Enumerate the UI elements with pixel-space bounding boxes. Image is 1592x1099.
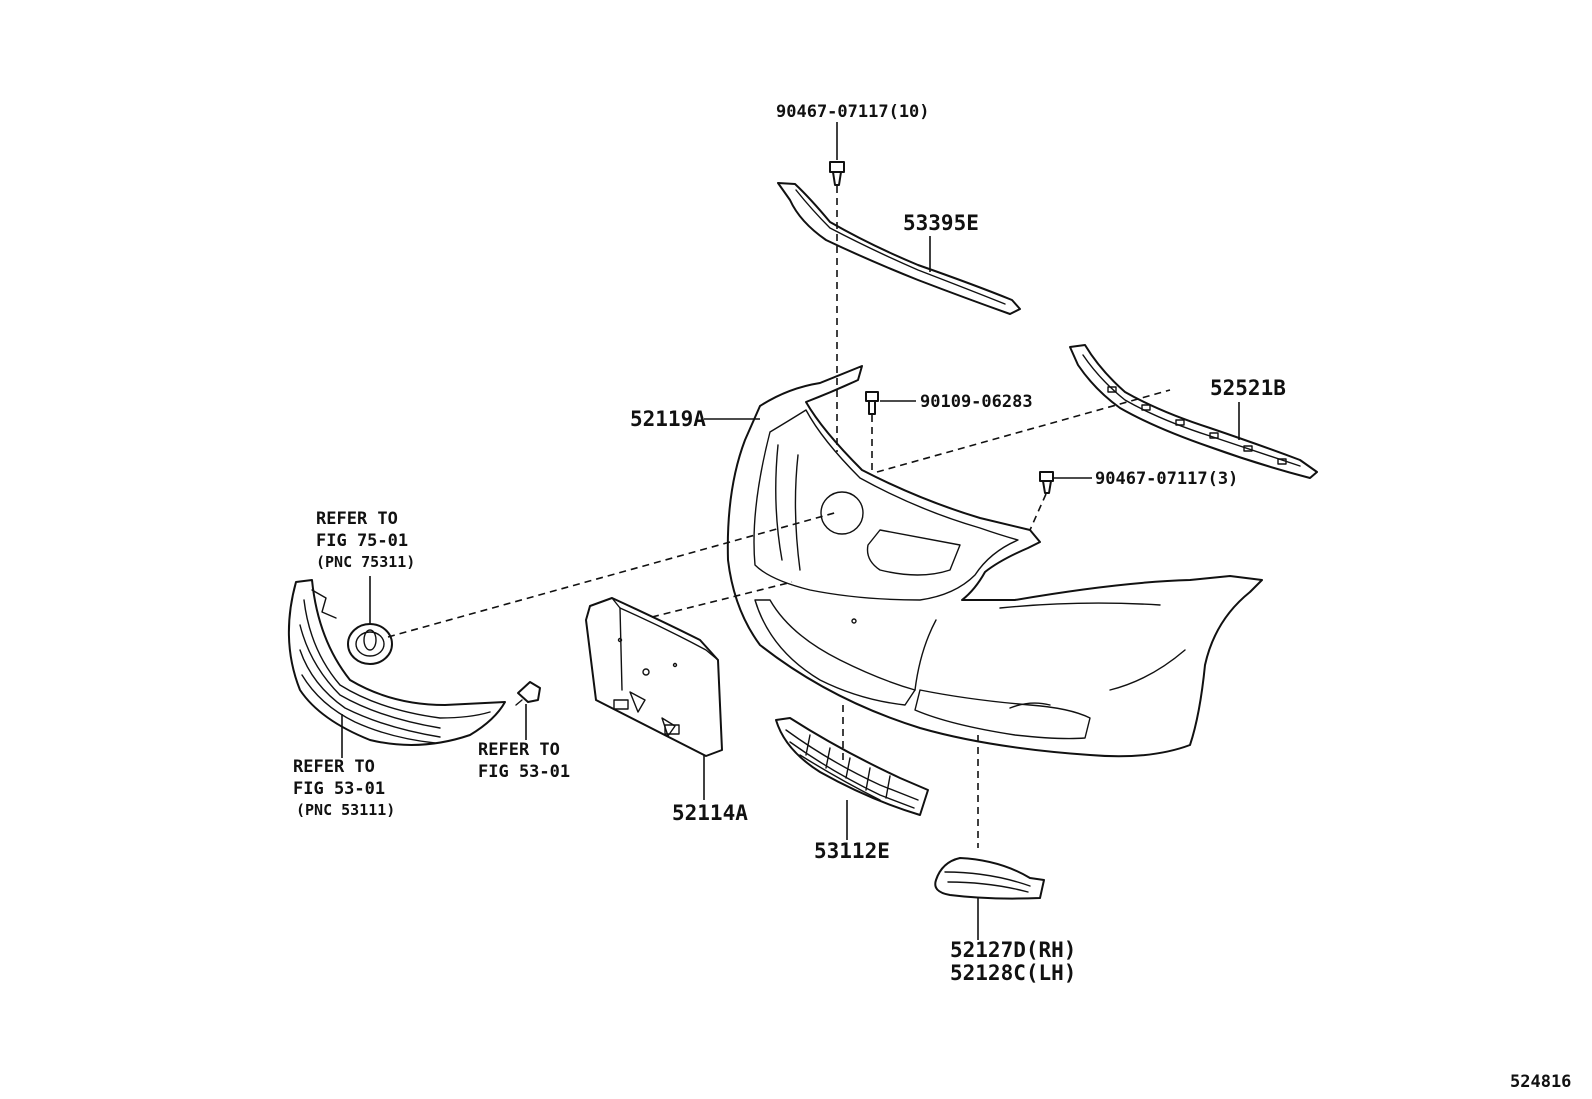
- assembly-lines: [387, 186, 1171, 848]
- label-grille-refer-2: FIG 53-01: [293, 779, 385, 799]
- label-emblem-refer-3: (PNC 75311): [316, 553, 415, 571]
- leader-lines: [341, 122, 1240, 940]
- label-clip-refer-1: REFER TO: [478, 740, 560, 760]
- emblem-part[interactable]: [347, 623, 393, 665]
- bolt-fastener[interactable]: [865, 391, 879, 415]
- label-fog-cover-lh: 52128C(LH): [950, 961, 1076, 985]
- label-bolt: 90109-06283: [920, 392, 1033, 412]
- upper-seal-part[interactable]: [777, 182, 1021, 315]
- fog-lamp-cover-part[interactable]: [934, 857, 1045, 900]
- radiator-grille-part[interactable]: [287, 579, 506, 746]
- label-license-bracket: 52114A: [672, 801, 748, 825]
- figure-number: 524816: [1510, 1072, 1571, 1092]
- license-bracket-part[interactable]: [585, 597, 723, 757]
- label-emblem-refer-2: FIG 75-01: [316, 531, 408, 551]
- label-lower-grille: 53112E: [814, 839, 890, 863]
- label-clip-top: 90467-07117(10): [776, 102, 930, 122]
- label-bumper-cover: 52119A: [630, 407, 706, 431]
- side-retainer-part[interactable]: [1069, 344, 1318, 479]
- label-upper-seal: 53395E: [903, 211, 979, 235]
- label-fog-cover-rh: 52127D(RH): [950, 938, 1076, 962]
- label-emblem-refer-1: REFER TO: [316, 509, 398, 529]
- grille-clip-part[interactable]: [515, 681, 541, 706]
- label-clip-refer-2: FIG 53-01: [478, 762, 570, 782]
- label-clip-side: 90467-07117(3): [1095, 469, 1238, 489]
- bumper-cover-part[interactable]: [726, 365, 1263, 758]
- side-clip-fastener[interactable]: [1039, 471, 1054, 494]
- label-grille-refer-3: (PNC 53111): [296, 801, 395, 819]
- label-side-retainer: 52521B: [1210, 376, 1286, 400]
- lower-grille-part[interactable]: [775, 717, 929, 816]
- top-clip-fastener[interactable]: [829, 161, 845, 186]
- label-grille-refer-1: REFER TO: [293, 757, 375, 777]
